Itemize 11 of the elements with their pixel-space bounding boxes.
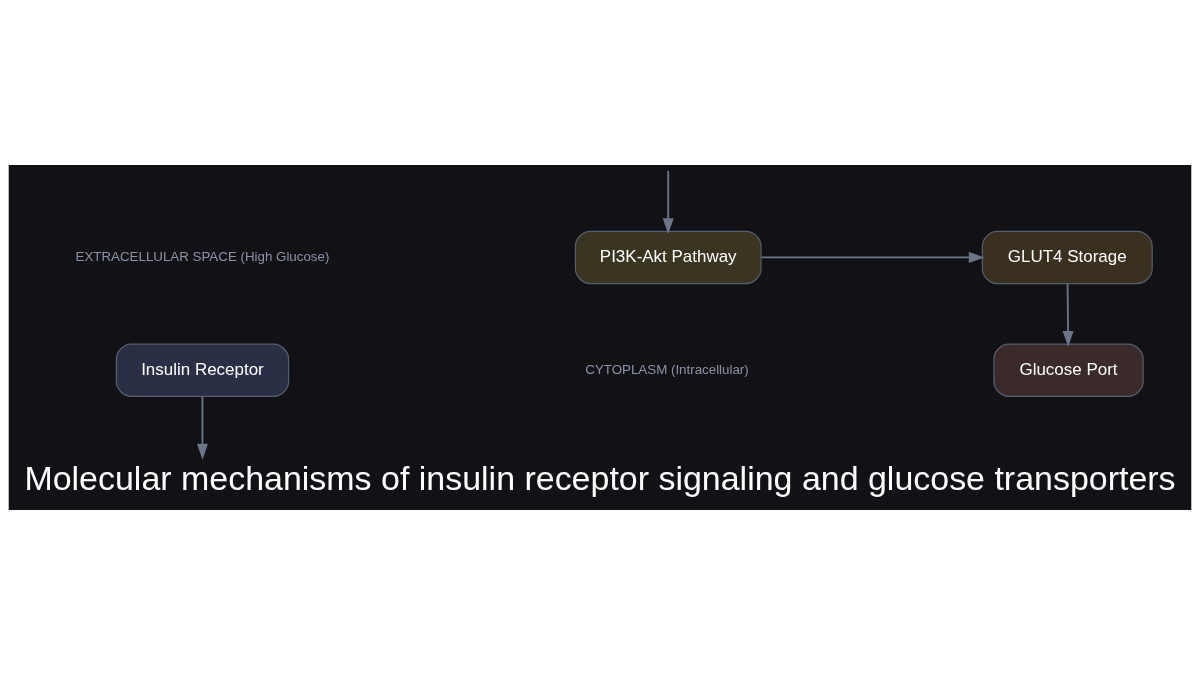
node-box: Insulin Receptor: [115, 343, 290, 397]
arrow: [1062, 282, 1074, 347]
node-box: GLUT4 Storage: [981, 230, 1153, 285]
node-box: PI3K-Akt Pathway: [574, 230, 762, 285]
diagram-title: Molecular mechanisms of insulin receptor signaling and glucose transporters: [24, 458, 1176, 497]
label: EXTRACELLULAR SPACE (High Glucose): [75, 248, 330, 264]
arrow: [760, 251, 985, 263]
label: CYTOPLASM (Intracellular): [585, 361, 749, 377]
arrow: [662, 169, 674, 234]
arrow: [196, 395, 208, 460]
node-box: Glucose Port: [993, 343, 1144, 397]
